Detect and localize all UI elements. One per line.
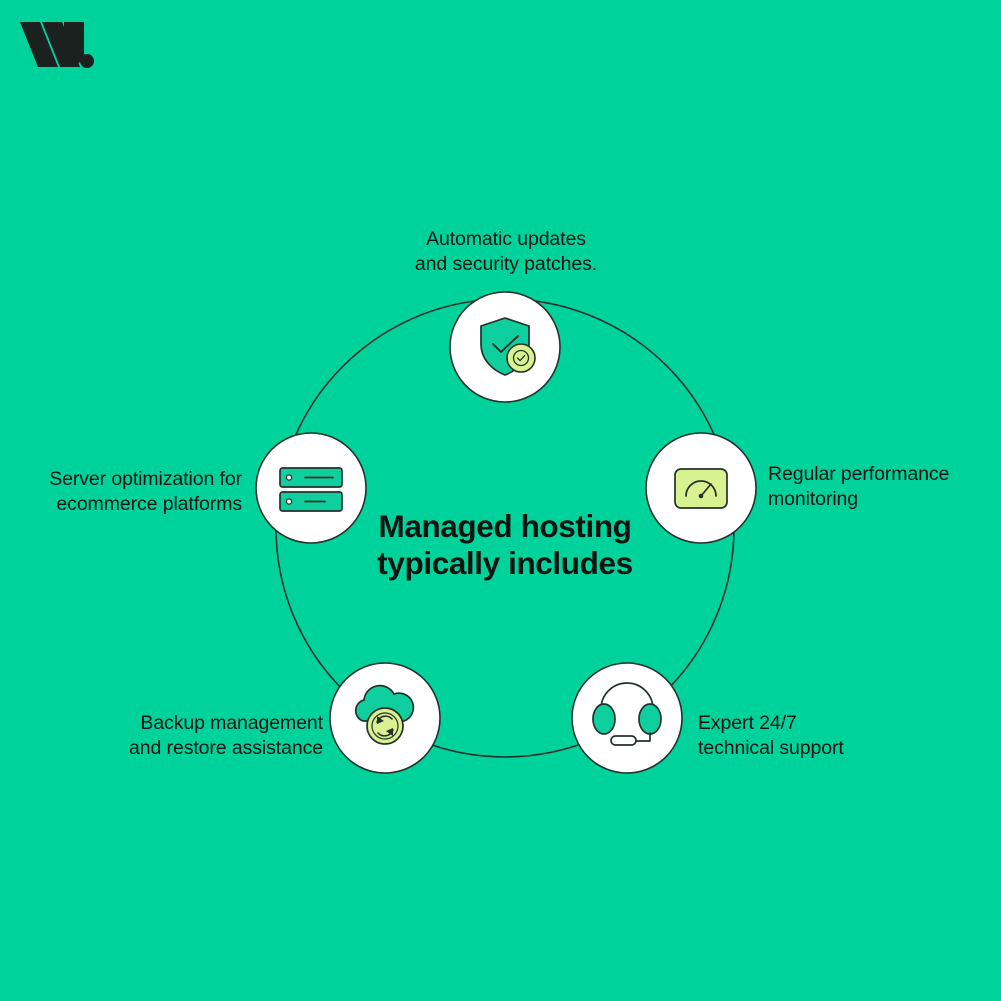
caption-line1: Automatic updates	[426, 228, 586, 250]
node-automatic-updates[interactable]	[449, 291, 561, 403]
w-monogram-logo	[20, 22, 94, 68]
caption-line2: technical support	[698, 736, 844, 759]
caption-line1: Backup management	[140, 712, 323, 734]
node-performance-monitoring[interactable]	[645, 432, 757, 544]
caption-line1: Expert 24/7	[698, 712, 797, 734]
caption-line1: Server optimization for	[49, 468, 242, 490]
caption-automatic-updates: Automatic updates and security patches.	[306, 227, 706, 276]
center-heading-line1: Managed hosting	[378, 508, 632, 544]
node-backup-management[interactable]	[329, 662, 441, 774]
caption-line2: ecommerce platforms	[56, 492, 242, 515]
brand-logo	[18, 16, 108, 71]
center-heading-line2: typically includes	[377, 545, 633, 581]
caption-technical-support: Expert 24/7 technical support	[698, 711, 998, 760]
caption-backup-management: Backup management and restore assistance	[20, 711, 323, 760]
caption-line1: Regular performance	[768, 463, 950, 485]
node-circle	[571, 662, 683, 774]
gauge-icon	[674, 468, 728, 509]
node-server-optimization[interactable]	[255, 432, 367, 544]
caption-performance-monitoring: Regular performance monitoring	[768, 462, 1001, 511]
server-rack-icon	[279, 467, 343, 512]
caption-line2: and restore assistance	[129, 736, 323, 759]
caption-server-optimization: Server optimization for ecommerce platfo…	[0, 467, 242, 516]
cloud-sync-icon	[354, 684, 415, 745]
node-circle	[255, 432, 367, 544]
node-technical-support[interactable]	[571, 662, 683, 774]
headset-icon	[592, 682, 662, 746]
caption-line2: and security patches.	[414, 252, 598, 275]
caption-line2: monitoring	[768, 487, 859, 510]
shield-check-icon	[480, 317, 536, 376]
center-heading: Managed hosting typically includes	[281, 508, 729, 582]
